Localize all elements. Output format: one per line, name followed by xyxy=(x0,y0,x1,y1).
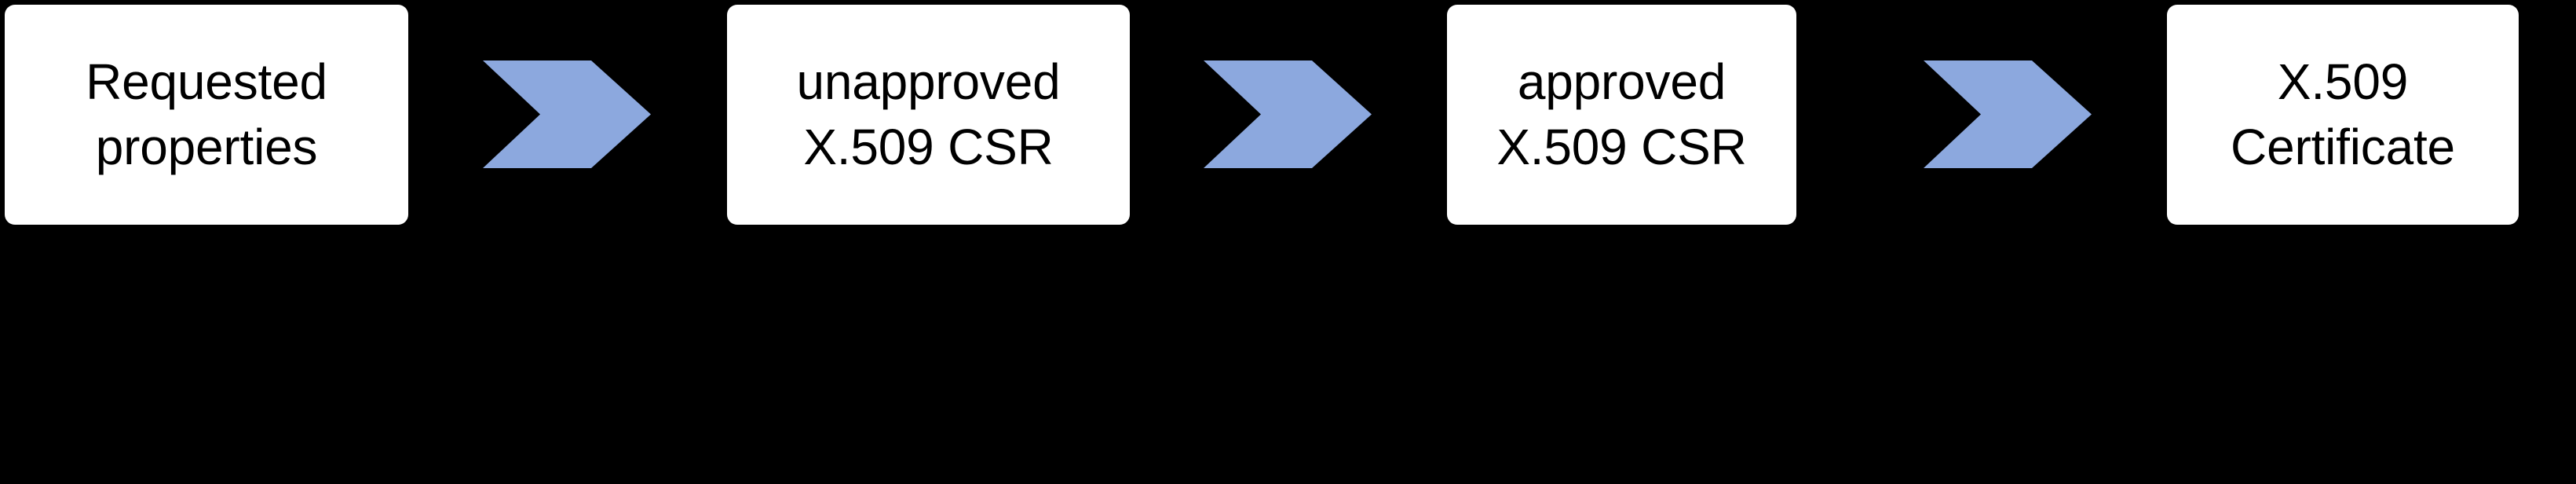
process-flow-row: Requested properties unapproved X.509 CS… xyxy=(0,0,2576,236)
flow-node-x509-certificate[interactable]: X.509 Certificate xyxy=(2167,5,2519,225)
flow-node-requested-properties[interactable]: Requested properties xyxy=(5,5,408,225)
flow-node-label-line1: Requested xyxy=(86,53,327,110)
chevron-right-icon xyxy=(483,60,651,168)
chevron-right-icon xyxy=(1924,60,2092,168)
flow-node-label-line1: approved xyxy=(1517,53,1726,110)
chevron-right-icon xyxy=(1204,60,1372,168)
flow-node-label-line1: X.509 xyxy=(2277,53,2409,110)
flow-node-label-line1: unapproved xyxy=(796,53,1061,110)
flow-node-label-line2: X.509 CSR xyxy=(803,119,1054,175)
flow-node-label-line2: properties xyxy=(95,119,318,175)
empty-canvas-region xyxy=(0,236,2576,484)
flow-node-unapproved-csr[interactable]: unapproved X.509 CSR xyxy=(727,5,1130,225)
flow-node-approved-csr[interactable]: approved X.509 CSR xyxy=(1447,5,1796,225)
flow-node-label-line2: Certificate xyxy=(2231,119,2455,175)
flow-node-label-line2: X.509 CSR xyxy=(1496,119,1747,175)
